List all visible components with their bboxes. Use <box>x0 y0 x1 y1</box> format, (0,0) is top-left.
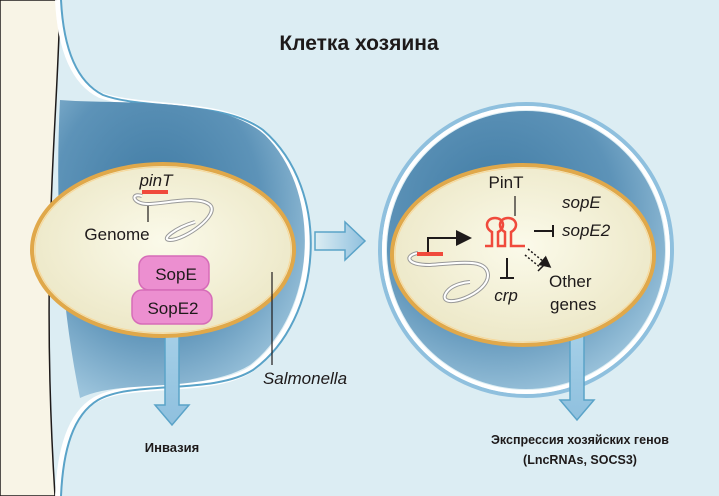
pint-rna-icon <box>485 216 525 248</box>
right-vacuole-outer <box>378 102 674 398</box>
pint-rna-label: PinT <box>489 173 524 192</box>
svg-text:SopE: SopE <box>155 265 197 284</box>
svg-text:SopE2: SopE2 <box>147 299 198 318</box>
genome-icon <box>132 190 214 243</box>
expression-arrow <box>558 329 596 422</box>
sope-gene-label: sopE <box>562 193 601 212</box>
salmonella-label: Salmonella <box>263 369 347 388</box>
host-membrane-left <box>55 0 311 496</box>
invasion-label: Инвазия <box>145 440 199 455</box>
invasion-arrow <box>153 329 191 427</box>
page-title: Клетка хозяина <box>279 32 439 55</box>
sope-protein: SopE <box>138 255 210 291</box>
promoter-arrow-icon <box>427 230 472 252</box>
genome-label: Genome <box>84 225 149 244</box>
expression-label-2: (LncRNAs, SOCS3) <box>523 453 637 467</box>
other-genes-label-1: Other <box>549 272 592 291</box>
expression-label-1: Экспрессия хозяйских генов <box>491 433 669 447</box>
genome-icon <box>407 251 491 304</box>
pint-gene-label: pinT <box>138 171 174 190</box>
sope2-gene-label: sopE2 <box>562 221 611 240</box>
sope2-protein: SopE2 <box>131 289 213 325</box>
left-bacterium <box>30 162 296 338</box>
transition-arrow <box>314 220 367 262</box>
other-genes-label-2: genes <box>550 295 596 314</box>
crp-gene-label: crp <box>494 286 518 305</box>
